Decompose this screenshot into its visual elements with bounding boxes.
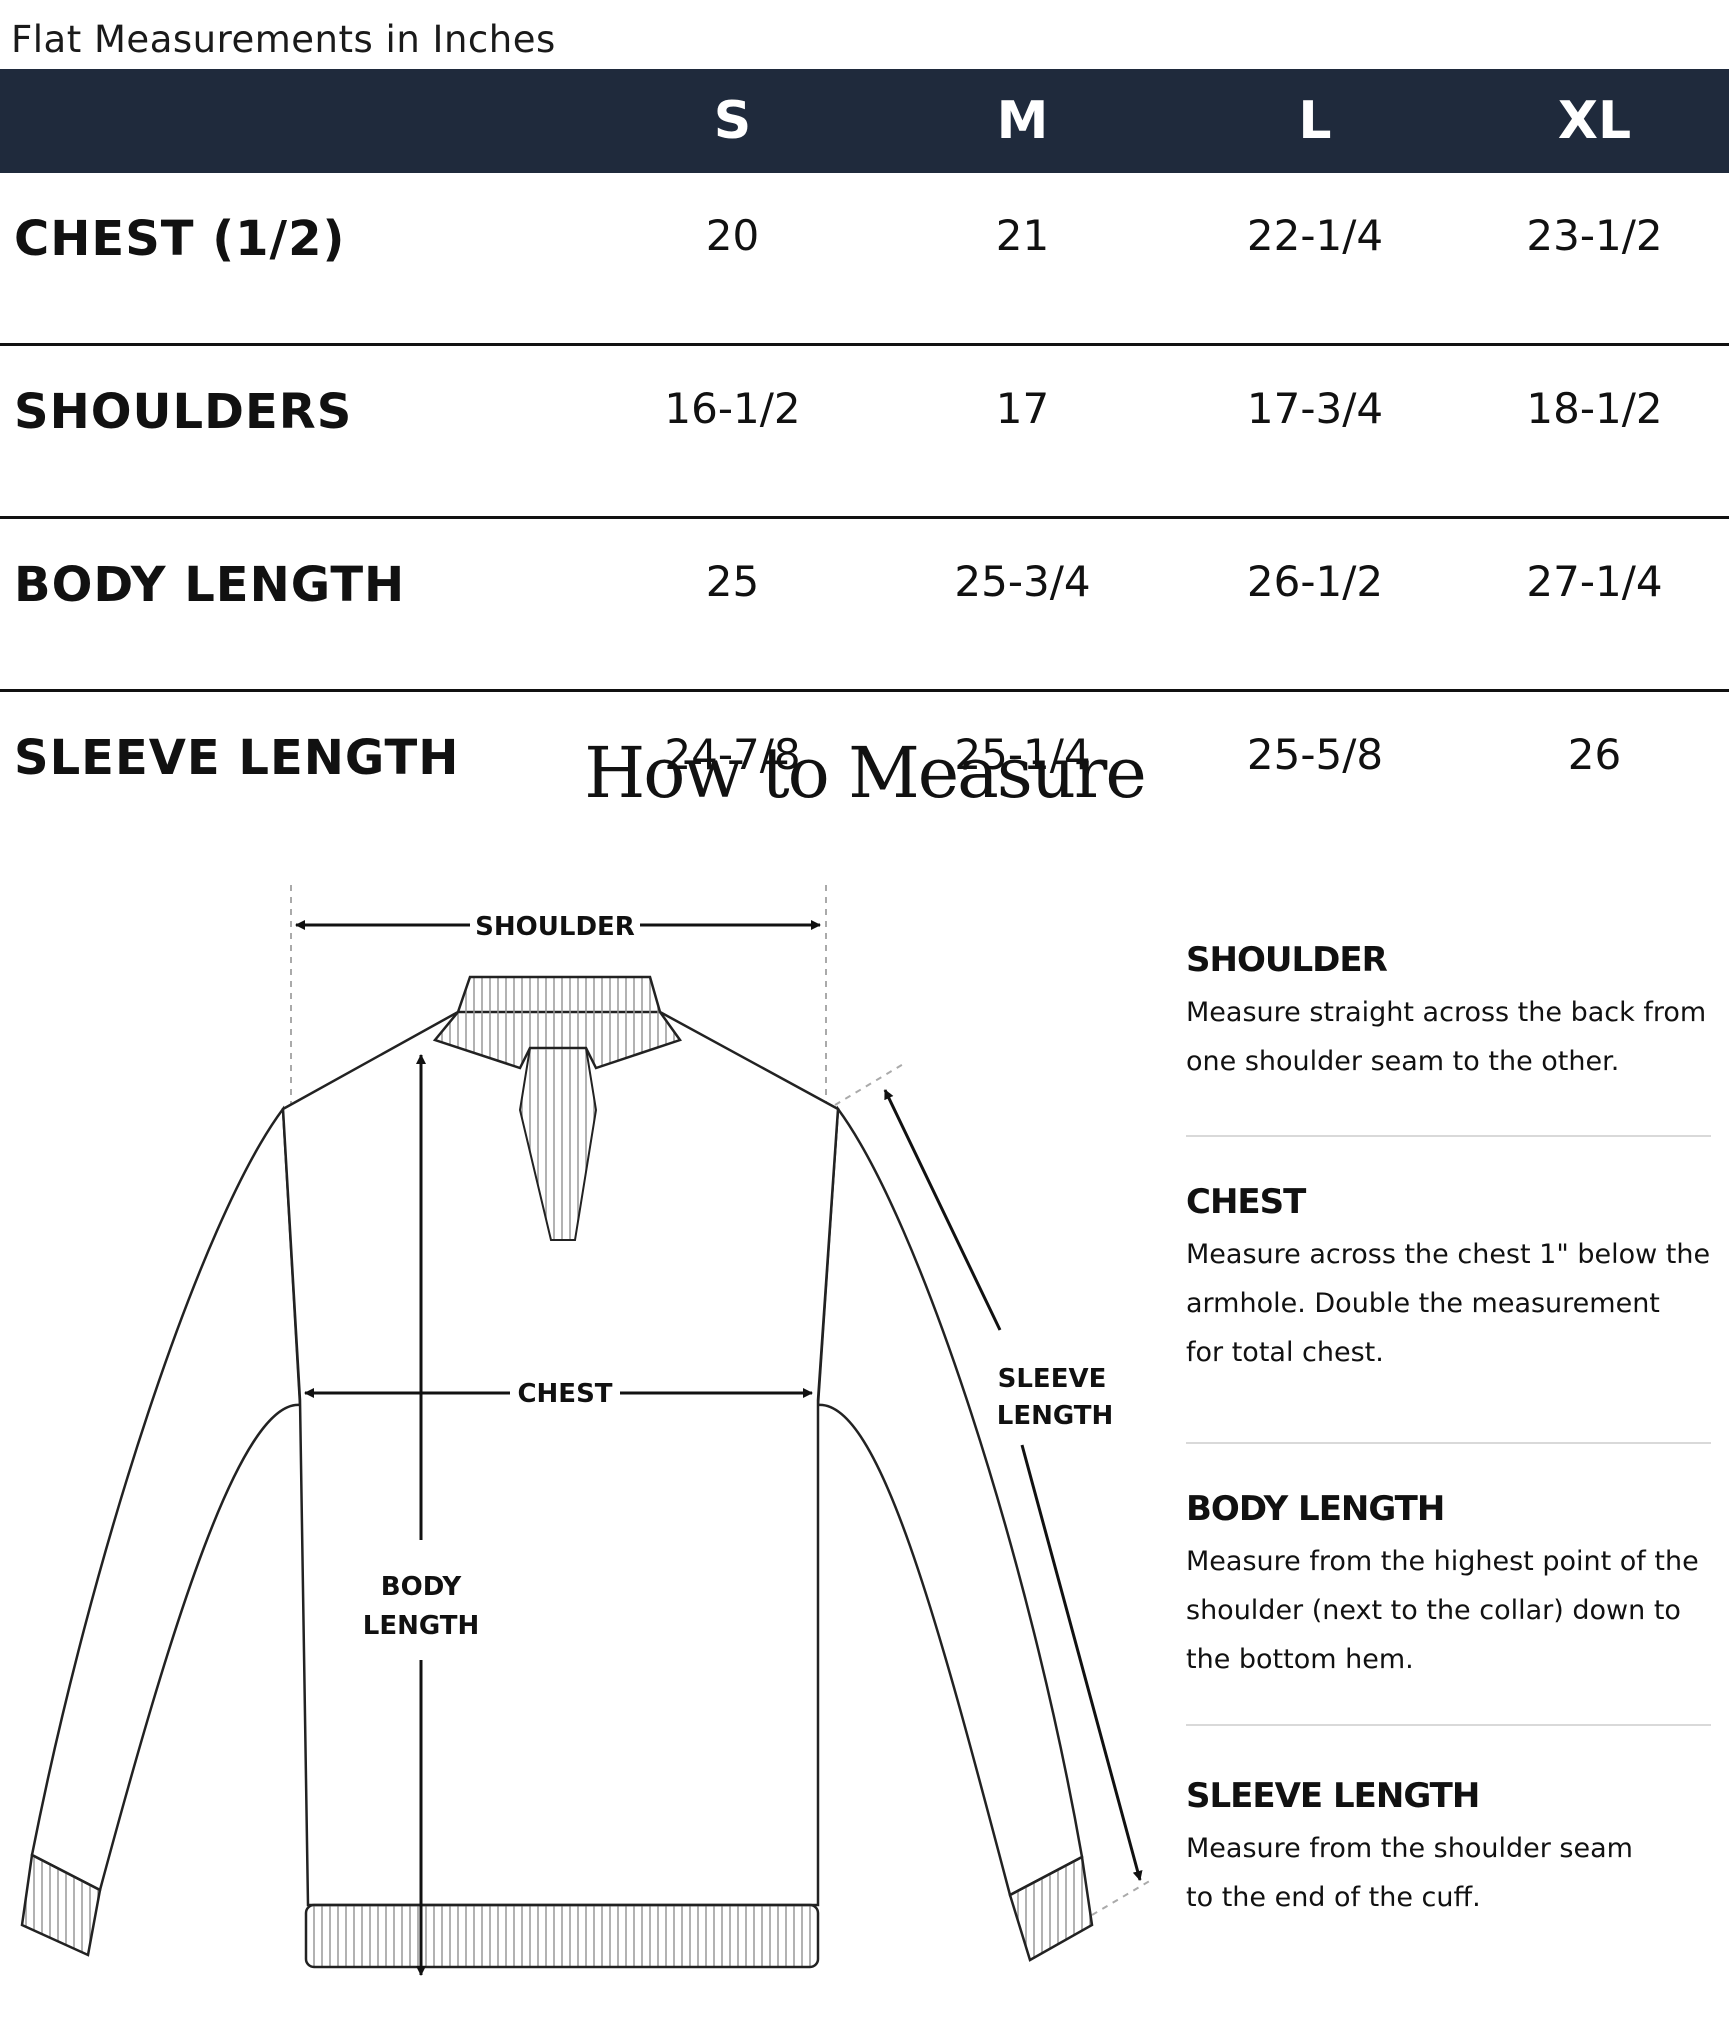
sweater-measurement-diagram: SHOULDER CHEST BODY LENGTH SLEEVE LENGTH: [20, 885, 1150, 1976]
table-cell: 25-5/8: [1246, 730, 1384, 779]
table-row: SLEEVE LENGTH 24-7/8 25-1/4 25-5/8 26: [0, 691, 1729, 863]
size-header-m: M: [996, 91, 1049, 151]
table-cell: 17: [995, 384, 1050, 433]
instruction-sleeve-length: SLEEVE LENGTH Measure from the shoulder …: [1186, 1726, 1711, 1922]
bottom-hem: [304, 1903, 820, 1969]
chest-label: CHEST: [517, 1379, 612, 1409]
instruction-shoulder: SHOULDER Measure straight across the bac…: [1186, 940, 1711, 1137]
instruction-chest: CHEST Measure across the chest 1" below …: [1186, 1137, 1711, 1444]
sleeve-arrow-down: [1020, 1444, 1143, 1881]
collar: [432, 975, 683, 1070]
sleeve-length-label-line1: SLEEVE: [998, 1364, 1107, 1394]
size-chart-table: S M L XL CHEST (1/2) 20 21 22-1/4 23-1/2…: [0, 69, 1729, 862]
table-cell: 20: [705, 211, 760, 260]
instruction-body-length: BODY LENGTH Measure from the highest poi…: [1186, 1444, 1711, 1726]
row-label-chest: CHEST (1/2): [14, 211, 346, 267]
instruction-heading: SHOULDER: [1186, 940, 1388, 980]
table-cell: 22-1/4: [1246, 211, 1384, 260]
instruction-text: Measure across the chest 1" below the ar…: [1186, 1239, 1711, 1368]
table-cell: 16-1/2: [664, 384, 801, 433]
instruction-text: Measure from the shoulder seam to the en…: [1186, 1833, 1633, 1913]
table-cell: 27-1/4: [1526, 557, 1663, 606]
measurement-instructions: SHOULDER Measure straight across the bac…: [1186, 940, 1711, 1922]
table-row: BODY LENGTH 25 25-3/4 26-1/2 27-1/4: [0, 518, 1729, 691]
table-row: CHEST (1/2) 20 21 22-1/4 23-1/2: [0, 173, 1729, 345]
how-to-measure-title: How to Measure: [584, 732, 1147, 814]
instruction-heading: CHEST: [1186, 1182, 1306, 1222]
body-length-label-line2: LENGTH: [363, 1611, 479, 1641]
left-cuff: [20, 1853, 102, 1957]
size-header-s: S: [713, 91, 752, 151]
sleeve-guide-bottom: [1091, 1879, 1150, 1916]
zipper-placket: [518, 1047, 598, 1241]
table-cell: 17-3/4: [1246, 384, 1384, 433]
table-cell: 21: [995, 211, 1050, 260]
table-cell: 24-7/8: [664, 730, 801, 779]
table-cell: 25-3/4: [954, 557, 1091, 606]
table-cell: 25-1/4: [954, 730, 1091, 779]
header-empty-cell: [0, 69, 590, 173]
table-cell: 23-1/2: [1526, 211, 1663, 260]
sleeve-guide-top: [834, 1062, 906, 1106]
row-label-shoulders: SHOULDERS: [14, 384, 353, 440]
row-label-sleeve-length: SLEEVE LENGTH: [14, 730, 460, 786]
shoulder-label: SHOULDER: [475, 912, 635, 942]
table-cell: 25: [705, 557, 760, 606]
table-cell: 26: [1567, 730, 1622, 779]
body-length-label-line1: BODY: [381, 1572, 463, 1602]
table-cell: 26-1/2: [1246, 557, 1384, 606]
table-cell: 18-1/2: [1526, 384, 1663, 433]
instruction-text: Measure straight across the back from on…: [1186, 997, 1707, 1077]
instruction-heading: SLEEVE LENGTH: [1186, 1776, 1480, 1816]
sleeve-length-label-line2: LENGTH: [997, 1401, 1113, 1431]
size-header-l: L: [1298, 91, 1332, 151]
size-header-row: S M L XL: [0, 69, 1729, 173]
table-row: SHOULDERS 16-1/2 17 17-3/4 18-1/2: [0, 345, 1729, 518]
instruction-text: Measure from the highest point of the sh…: [1186, 1546, 1699, 1675]
size-header-xl: XL: [1557, 91, 1632, 151]
table-caption: Flat Measurements in Inches: [11, 18, 556, 61]
right-cuff: [1008, 1855, 1094, 1962]
sleeve-arrow-up: [883, 1089, 1002, 1331]
instruction-heading: BODY LENGTH: [1186, 1489, 1445, 1529]
row-label-body-length: BODY LENGTH: [14, 557, 406, 613]
